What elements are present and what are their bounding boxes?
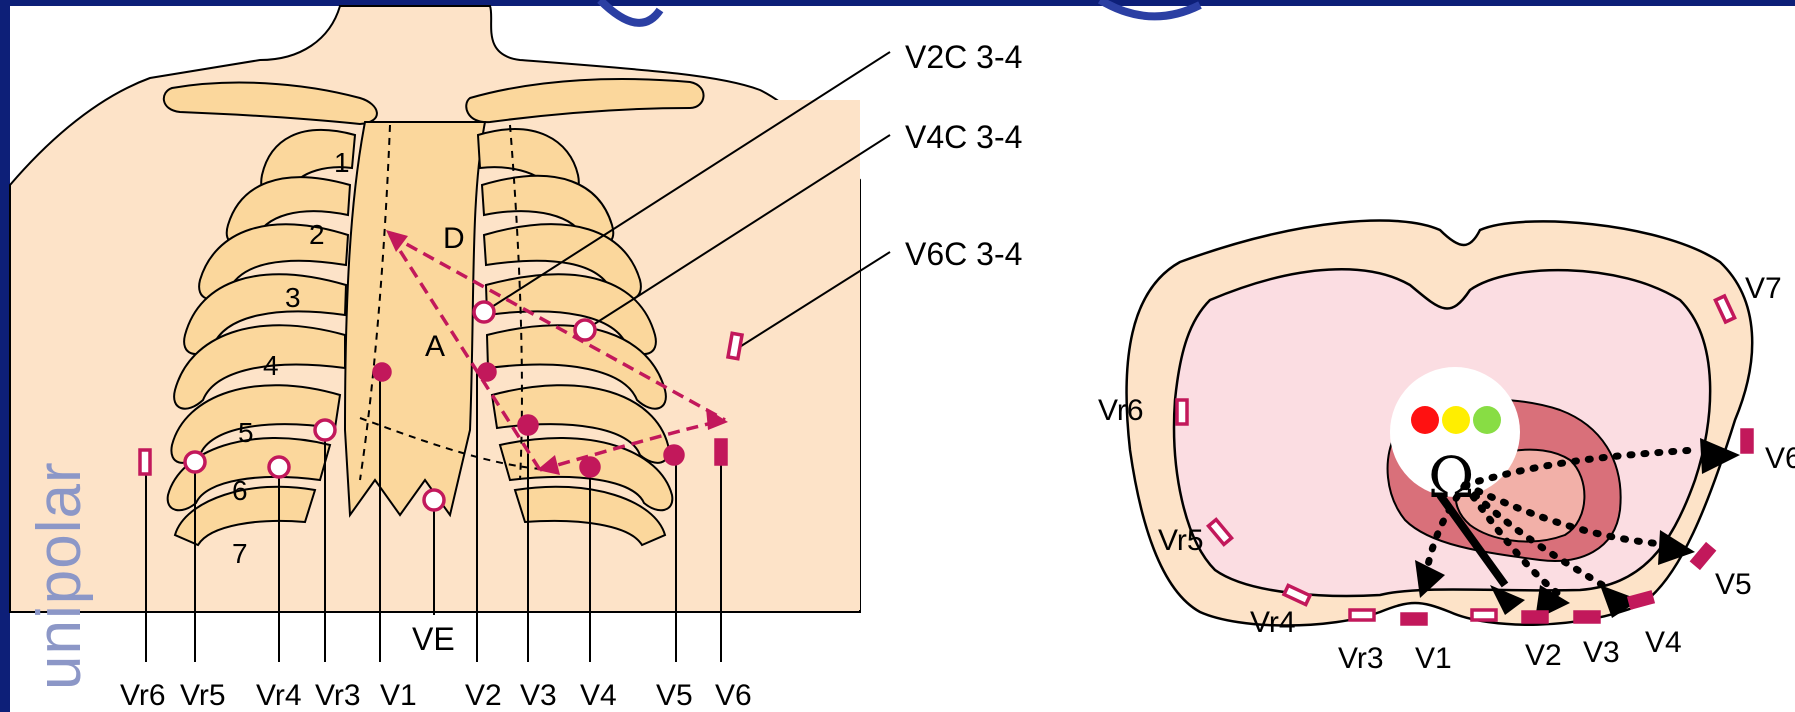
thorax-cross-section: Ω <box>1098 221 1795 675</box>
lead-label: Vr4 <box>1250 606 1296 639</box>
lead-label: V1 <box>380 679 417 712</box>
lead-label: V2 <box>465 679 502 712</box>
electrode-v4c <box>575 320 595 340</box>
lead-label: V3 <box>1583 636 1620 669</box>
lead-label: V4 <box>580 679 617 712</box>
electrode-vr5 <box>185 452 205 472</box>
lead-label: V5 <box>656 679 693 712</box>
lead-label: Vr6 <box>1098 394 1144 427</box>
rib-number: 3 <box>285 282 301 313</box>
rib-number: 4 <box>263 350 279 381</box>
lead-label: Vr5 <box>1158 524 1204 557</box>
electrode-v6 <box>716 440 726 464</box>
lead-label: V4 <box>1645 626 1682 659</box>
lead-label: V1 <box>1415 642 1452 675</box>
electrode-v1 <box>374 364 390 380</box>
signal-light-red <box>1411 406 1439 434</box>
signal-light-green <box>1473 406 1501 434</box>
lead-label: V2 <box>1525 639 1562 672</box>
electrode-v6c <box>728 333 742 358</box>
electrode-vr4 <box>269 457 289 477</box>
electrode-ve <box>424 490 444 510</box>
rib-number: 2 <box>309 219 325 250</box>
electrode-vr6 <box>1177 400 1187 424</box>
omega-symbol: Ω <box>1428 446 1474 511</box>
lead-label: Vr5 <box>180 679 226 712</box>
electrode-v3 <box>519 416 537 434</box>
lead-label: Vr3 <box>315 679 361 712</box>
electrode-v5 <box>665 446 683 464</box>
region-label-d: D <box>443 222 465 255</box>
electrode-v6 <box>1742 430 1752 452</box>
lead-label: V6 <box>715 679 752 712</box>
electrode-v4 <box>581 458 599 476</box>
electrode-v2c <box>474 302 494 322</box>
lead-label: Vr3 <box>1338 642 1384 675</box>
rib-number: 7 <box>232 538 248 569</box>
bottom-lead-labels: Vr6 Vr5 Vr4 Vr3 V1 V2 V3 V4 V5 V6 <box>120 679 752 712</box>
electrode-v2 <box>479 364 495 380</box>
ve-label: VE <box>412 621 455 657</box>
electrode-vr3 <box>1350 610 1374 620</box>
sternum <box>345 122 485 515</box>
unipolar-label: unipolar <box>30 490 90 690</box>
electrode-vr6 <box>140 450 150 474</box>
lead-label: V7 <box>1745 272 1782 305</box>
callout-labels: V2C 3-4 V4C 3-4 V6C 3-4 <box>905 39 1022 272</box>
chest-illustration: 1 2 3 4 5 6 7 D A V2C 3-4 V4C 3-4 V6C 3-… <box>10 6 1022 712</box>
callout-label: V6C 3-4 <box>905 236 1022 272</box>
lead-label: Vr6 <box>120 679 166 712</box>
electrode-v1 <box>1402 614 1426 624</box>
electrode-v5 <box>1692 544 1714 567</box>
rib-number: 5 <box>238 417 254 448</box>
frame-arcs <box>600 0 1200 23</box>
rib-number: 6 <box>232 475 248 506</box>
callout-label: V2C 3-4 <box>905 39 1022 75</box>
electrode-v2 <box>1523 612 1547 622</box>
lead-label: V3 <box>520 679 557 712</box>
rib-number: 1 <box>334 147 350 178</box>
electrode-v-center <box>1472 610 1496 620</box>
electrode-vr3 <box>315 420 335 440</box>
region-label-a: A <box>425 330 445 363</box>
signal-light-yellow <box>1442 406 1470 434</box>
callout-label: V4C 3-4 <box>905 119 1022 155</box>
lead-label: V6 <box>1765 442 1795 475</box>
lead-label: Vr4 <box>256 679 302 712</box>
electrode-v3 <box>1575 612 1599 622</box>
lead-label: V5 <box>1715 568 1752 601</box>
